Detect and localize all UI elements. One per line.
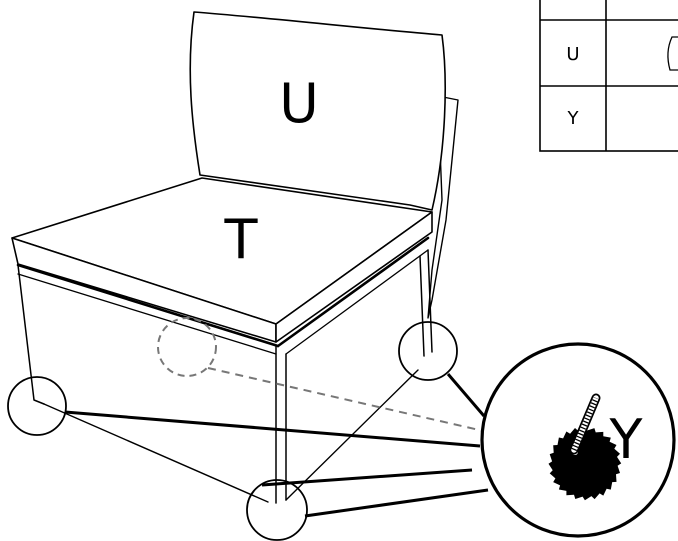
parts-table-row-3-key: Y: [567, 108, 580, 129]
base-front-rail: [16, 263, 280, 348]
sprocket-gear-shape: [548, 426, 622, 501]
base-front-rail-inner: [17, 273, 277, 355]
parts-table-frame: [539, 0, 678, 152]
leader-line-left-foot: [64, 410, 481, 448]
base-side-rail: [276, 236, 430, 348]
callouts: [7, 317, 676, 541]
threaded-screw-icon: [548, 393, 622, 501]
callout-circle-corner-foot: [246, 479, 308, 541]
base-frame: [16, 236, 433, 504]
detail-part-label: Y: [609, 408, 644, 471]
cushion-thumbnail: [667, 36, 678, 71]
parts-table-row-2-key: U: [566, 44, 579, 65]
backrest-panel: [189, 11, 446, 211]
parts-table: [539, 0, 678, 152]
leg-left: [17, 264, 45, 405]
leg-right-outer: [427, 249, 433, 353]
leader-line-corner-foot-lower: [304, 488, 489, 518]
hidden-detail-circle: [157, 317, 217, 377]
seat-cushion-side-face: [275, 211, 433, 343]
leader-line-rear-foot: [446, 373, 486, 417]
base-side-rail-inner: [285, 249, 429, 355]
callout-circle-rear-foot: [398, 321, 458, 381]
callout-circle-left-foot: [7, 376, 67, 436]
leader-line-corner-foot-upper: [261, 468, 473, 487]
threaded-rod-threads: [571, 396, 599, 452]
seat-cushion-label: T: [224, 208, 259, 271]
seat-cushion: [11, 177, 433, 343]
leg-right-inner: [419, 255, 425, 357]
base-bottom-front: [43, 403, 269, 503]
backrest-label: U: [279, 72, 319, 135]
hidden-detail-leader: [207, 367, 489, 433]
